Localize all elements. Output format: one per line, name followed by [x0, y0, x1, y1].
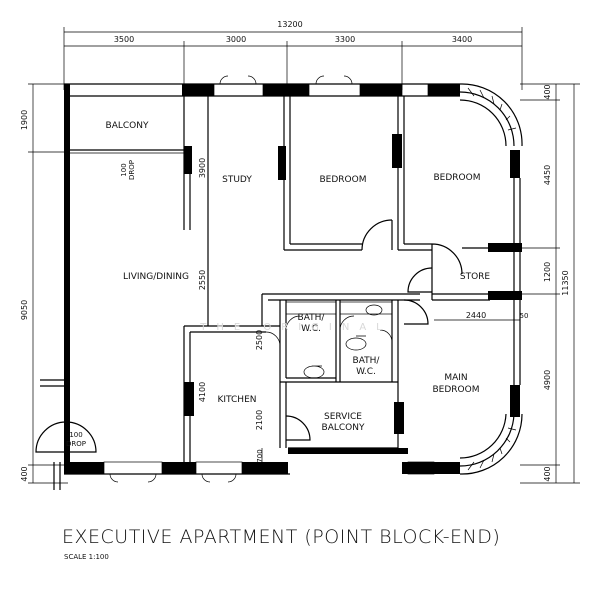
top-dimensions: 13200 3500 3000 3300 3400: [63, 20, 523, 90]
dim-right-4: 4900: [543, 370, 552, 390]
dim-inner-3900: 3900: [198, 158, 207, 178]
room-bath-1-line1: BATH/: [298, 313, 326, 323]
room-labels: BALCONY STUDY BEDROOM BEDROOM LIVING/DIN…: [106, 121, 491, 433]
drop-labels: 100 DROP 100 DROP: [66, 160, 136, 448]
dim-top-1: 3500: [114, 35, 134, 44]
dim-top-total: 13200: [277, 20, 302, 29]
room-bedroom-1: BEDROOM: [320, 175, 367, 185]
dim-left-1: 1900: [20, 110, 29, 130]
dim-top-2: 3000: [226, 35, 246, 44]
dim-inner-2440: 2440: [466, 311, 486, 320]
room-bath-2-line1: BATH/: [353, 356, 381, 366]
room-balcony: BALCONY: [106, 121, 149, 131]
dim-inner-700: 700: [256, 449, 264, 462]
dim-right-2: 4450: [543, 165, 552, 185]
dim-inner-2550: 2550: [198, 270, 207, 290]
plan-scale: SCALE 1:100: [64, 553, 109, 561]
dim-inner-2100: 2100: [255, 410, 264, 430]
drop-2-value: 100: [69, 431, 82, 439]
inner-dimensions: 3900 2550 2500 4100 2100 700 2440 50: [198, 158, 528, 463]
dim-inner-50: 50: [520, 312, 529, 320]
room-store: STORE: [460, 272, 491, 282]
bay-windows: [459, 83, 523, 475]
room-service-balcony-line2: BALCONY: [322, 423, 365, 433]
room-kitchen: KITCHEN: [218, 395, 257, 405]
room-bedroom-2: BEDROOM: [434, 173, 481, 183]
dim-inner-4100: 4100: [198, 382, 207, 402]
room-main-bedroom-line2: BEDROOM: [433, 385, 480, 395]
dim-left-3: 400: [20, 466, 29, 481]
room-study: STUDY: [222, 175, 252, 185]
dim-right-5: 400: [543, 466, 552, 481]
interior-walls: [35, 96, 490, 490]
exterior-walls: [64, 83, 522, 475]
room-main-bedroom-line1: MAIN: [444, 373, 467, 383]
room-bath-1-line2: W.C.: [301, 324, 321, 334]
room-living-dining: LIVING/DINING: [123, 272, 189, 282]
dim-inner-2500: 2500: [255, 330, 264, 350]
right-dimensions: 400 4450 1200 4900 400 11350: [520, 83, 580, 484]
plan-title: EXECUTIVE APARTMENT (POINT BLOCK-END): [62, 526, 500, 548]
dim-right-total: 11350: [561, 270, 570, 295]
dim-top-3: 3300: [335, 35, 355, 44]
drop-1-value: 100: [120, 163, 128, 176]
room-bath-2-line2: W.C.: [356, 367, 376, 377]
dim-top-4: 3400: [452, 35, 472, 44]
drop-2-text: DROP: [66, 440, 86, 448]
drop-1-text: DROP: [128, 160, 136, 180]
watermark: THE ORIGINAL: [199, 322, 391, 333]
dim-right-3: 1200: [543, 262, 552, 282]
left-dimensions: 1900 9050 400: [20, 83, 68, 484]
dim-right-1: 400: [543, 84, 552, 99]
room-service-balcony-line1: SERVICE: [324, 412, 362, 422]
dim-left-2: 9050: [20, 300, 29, 320]
facade-windows: [103, 75, 435, 483]
